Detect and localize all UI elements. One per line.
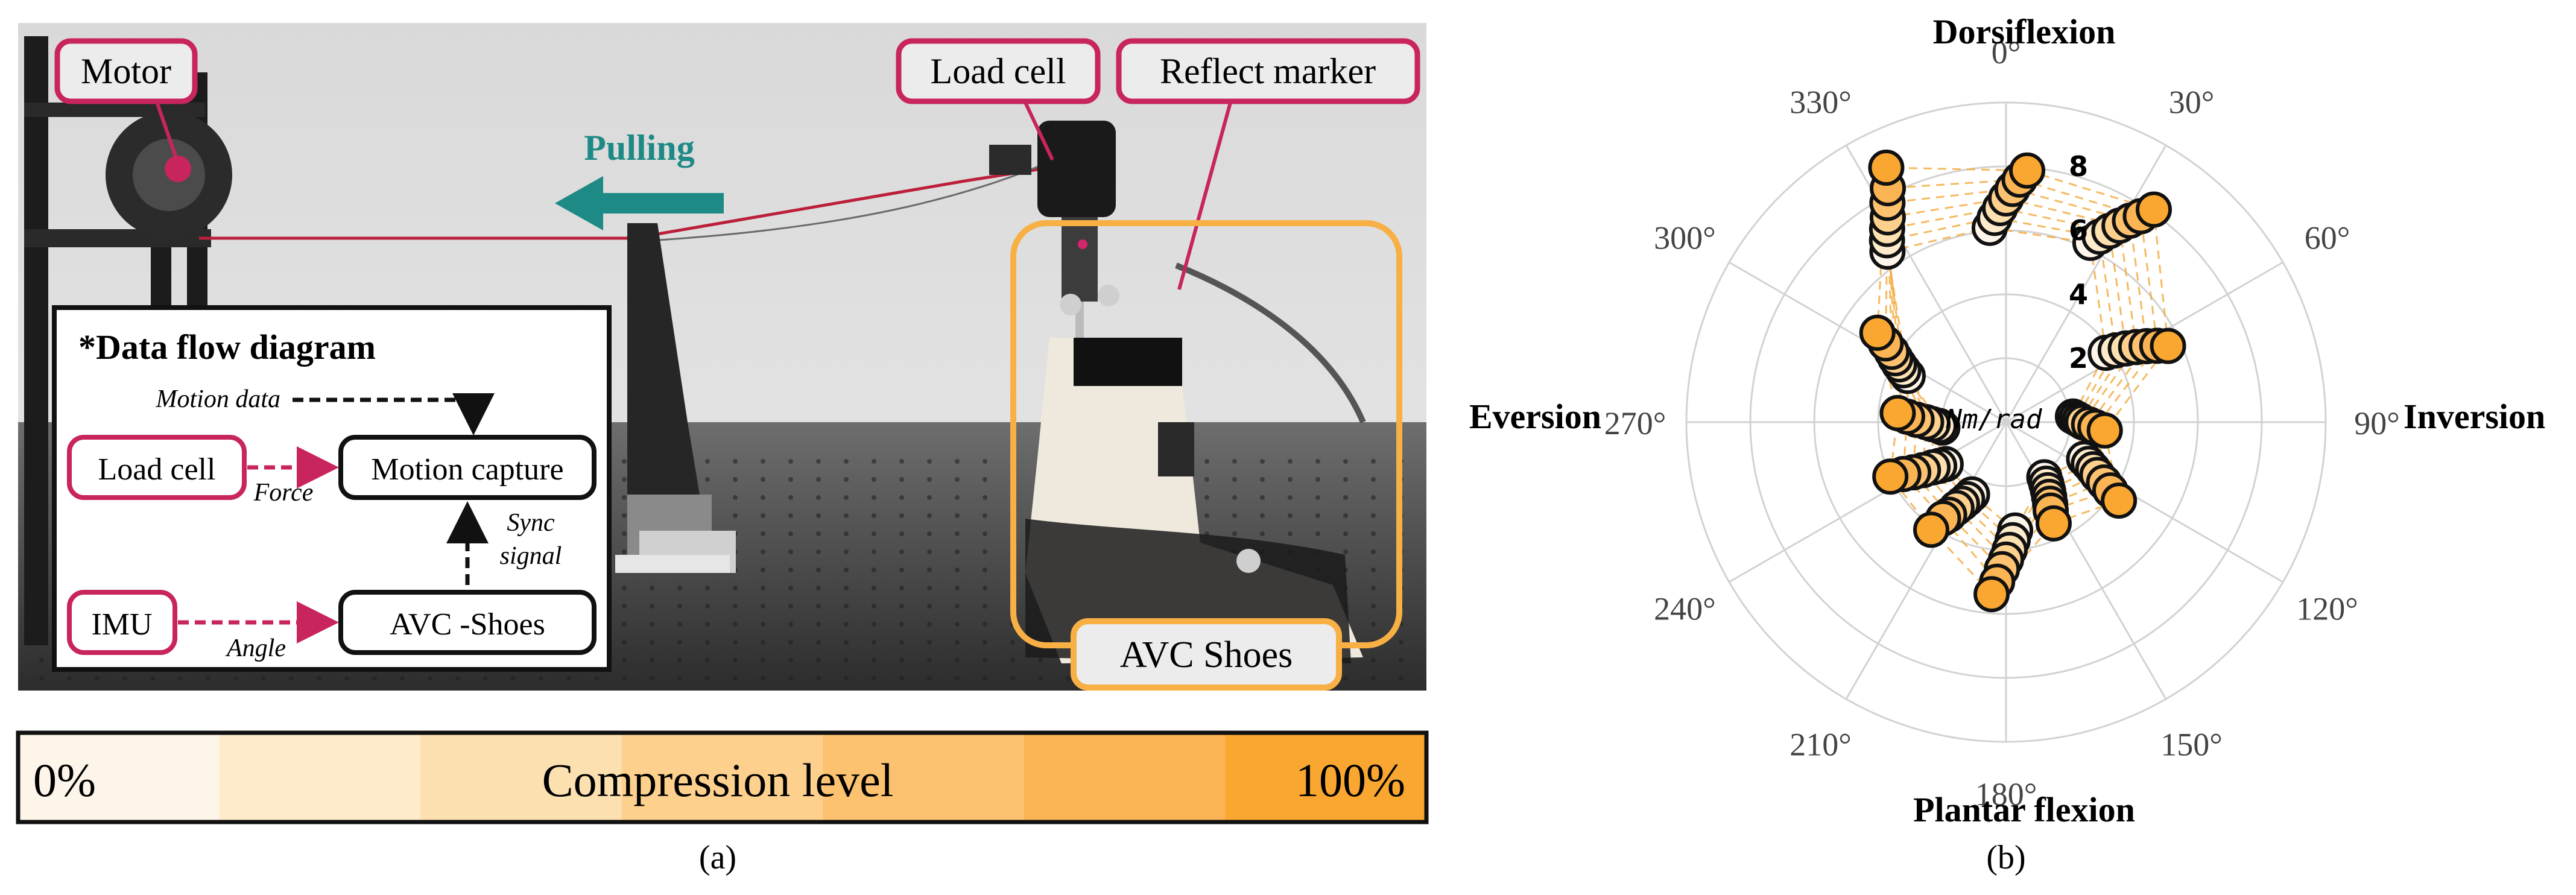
data-point — [2086, 412, 2123, 449]
grid-spoke — [2005, 421, 2283, 583]
data-point — [2035, 505, 2072, 542]
colorbar-cell — [823, 733, 1025, 822]
radial-tick-label: 2 — [2069, 342, 2088, 375]
data-point — [2009, 152, 2046, 189]
angle-tick-label: 60° — [2305, 220, 2350, 256]
colorbar-cell — [420, 733, 622, 822]
colorbar-left-label: 0% — [33, 754, 96, 806]
series-points — [1859, 149, 2186, 613]
signal-label: signal — [500, 542, 562, 570]
load-cell-node-label: Load cell — [98, 452, 216, 487]
inversion-label: Inversion — [2404, 397, 2545, 436]
load-cell-node — [67, 435, 247, 500]
caption-a: (a) — [699, 839, 736, 876]
caption-b: (b) — [1986, 839, 2025, 876]
radial-tick-label: 8 — [2069, 150, 2088, 183]
colorbar-cell — [621, 733, 824, 822]
angle-tick-label: 0° — [1992, 34, 2021, 71]
angle-tick-label: 330° — [1790, 84, 1852, 120]
colorbar-right-label: 100% — [1296, 754, 1405, 806]
unit-label: Nm/rad — [1946, 404, 2042, 435]
polar-chart: 0° 30° 60° 90° 120° 150° 180° 210° 240° 270° 300° 3… — [1469, 12, 2545, 876]
angle-tick-label: 120° — [2296, 591, 2358, 627]
sync-label: Sync — [507, 509, 555, 537]
radial-tick-label: 4 — [2069, 278, 2088, 311]
imu-node-label: IMU — [91, 607, 152, 642]
pulling-label: Pulling — [584, 128, 694, 168]
callout-motor: Motor — [54, 38, 198, 172]
angle-label: Angle — [225, 634, 286, 662]
colorbar-cell — [1225, 733, 1427, 822]
motion-data-label: Motion data — [156, 385, 281, 413]
motor-callout-label: Motor — [81, 51, 171, 91]
angle-tick-labels: 0° 30° 60° 90° 120° 150° 180° 210° 240° 270° 300° 3… — [1604, 34, 2400, 812]
grid-spoke — [1845, 422, 2007, 700]
panel-a-figure: Pulling Motor Load cell Reflect marker A… — [16, 23, 1429, 876]
angle-tick-label: 90° — [2354, 405, 2400, 441]
motion-capture-node — [338, 435, 597, 500]
colorbar-cell — [1024, 733, 1226, 822]
grid-spoke — [1729, 421, 2007, 583]
colorbar-center-label: Compression level — [542, 754, 894, 806]
data-point — [2150, 327, 2186, 364]
callout-load-cell: Load cell — [896, 38, 1101, 161]
data-point — [1872, 458, 1909, 495]
data-point — [1879, 394, 1916, 431]
panel-a: Pulling Motor Load cell Reflect marker A… — [16, 23, 1429, 876]
radial-tick-labels: 2 4 6 8 — [2069, 150, 2088, 375]
angle-tick-label: 150° — [2160, 727, 2223, 763]
angle-tick-label: 30° — [2169, 84, 2215, 120]
dorsiflexion-label: Dorsiflexion — [1933, 12, 2116, 51]
force-label: Force — [253, 479, 314, 507]
colorbar-cell — [219, 733, 422, 822]
colorbar-cell — [18, 733, 220, 822]
imu-node — [67, 590, 177, 655]
data-point — [2101, 482, 2138, 519]
data-point — [1913, 511, 1949, 548]
data-point — [1868, 149, 1905, 186]
avc-shoes-node — [338, 590, 597, 655]
load-cell-callout-label: Load cell — [931, 51, 1066, 91]
plantar-flexion-label: Plantar flexion — [1913, 790, 2135, 829]
angle-tick-label: 270° — [1604, 405, 1666, 441]
eversion-label: Eversion — [1469, 397, 1601, 436]
angle-tick-label: 210° — [1790, 727, 1852, 763]
colorbar-cells — [18, 733, 1427, 822]
motion-capture-node-label: Motion capture — [371, 452, 563, 487]
avc-shoes-callout-label: AVC Shoes — [1120, 634, 1293, 675]
callout-avc-shoes: AVC Shoes — [1010, 220, 1402, 691]
data-point — [1859, 314, 1896, 351]
avc-shoes-node-label: AVC -Shoes — [390, 607, 545, 642]
data-point — [2136, 191, 2173, 228]
radial-tick-label: 6 — [2069, 214, 2088, 247]
pulling-arrow — [555, 176, 724, 230]
data-point — [1973, 576, 2010, 613]
angle-tick-label: 300° — [1654, 220, 1716, 256]
data-flow-diagram: *Data flow diagram Motion data Load cell… — [52, 305, 612, 672]
motion-data-arrow — [293, 393, 495, 435]
angle-tick-label: 180° — [1975, 776, 2037, 812]
reflect-marker-callout-label: Reflect marker — [1160, 51, 1376, 91]
compression-colorbar: 0% Compression level 100% — [16, 730, 1429, 824]
diagram-title: *Data flow diagram — [78, 327, 376, 367]
panel-b: 0° 30° 60° 90° 120° 150° 180° 210° 240° 270° 300° 3… — [1435, 0, 2576, 895]
angle-tick-label: 240° — [1654, 591, 1716, 627]
callout-reflect-marker: Reflect marker — [1116, 38, 1420, 290]
pulley-stand — [615, 223, 736, 573]
grid-spoke — [2005, 145, 2167, 423]
